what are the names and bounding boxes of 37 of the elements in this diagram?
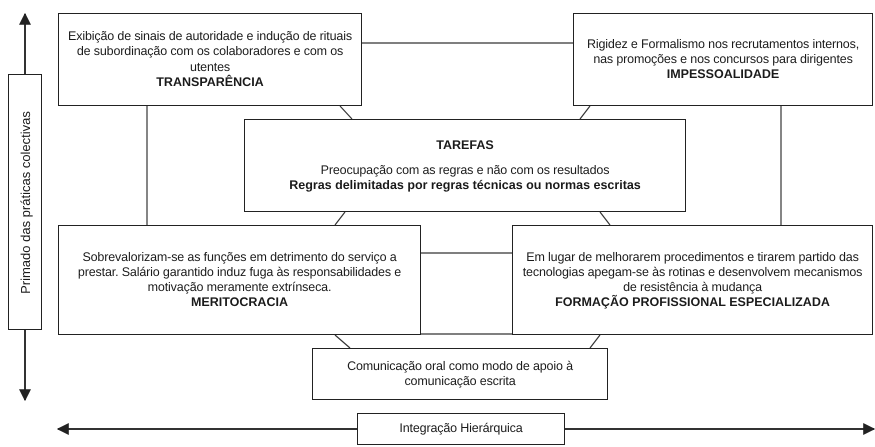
connector-line: [146, 106, 148, 225]
connector-line: [580, 106, 590, 120]
connector-line: [334, 334, 350, 348]
box-text: Rigidez e Formalismo nos recrutamentos internos, nas promoções e nos concursos para dirigentes: [586, 36, 860, 68]
box-text: Comunicação oral como modo de apoio à comunicação escrita: [346, 358, 574, 390]
connector-line: [590, 334, 600, 348]
axis-arrow: [19, 12, 31, 74]
concept-box: [58, 13, 362, 106]
concept-box: [573, 13, 873, 106]
connector-line: [780, 106, 782, 225]
connector-line: [340, 106, 352, 120]
axis-arrow: [56, 423, 357, 435]
box-text: Sobrevalorizam-se as funções em detrimento do serviço a prestar. Salário garantido induz fuga às responsabilidades e motivação meramente extrínseca.: [76, 250, 402, 296]
connector-line: [334, 212, 346, 226]
box-text: Integração Hierárquica: [399, 421, 523, 437]
connector-line: [600, 212, 610, 226]
axis-label: Primado das práticas colectivas: [18, 110, 32, 294]
box-heading: IMPESSOALIDADE: [666, 67, 780, 82]
connector-line: [362, 42, 573, 44]
concept-box: [244, 119, 686, 212]
concept-box: [312, 348, 608, 400]
box-text: Exibição de sinais de autoridade e indução de rituais de subordinação com os colaboradores e com os utentes: [67, 29, 353, 74]
concept-box: [58, 225, 421, 335]
box-text: Em lugar de melhorarem procedimentos e tirarem partido das tecnologias apegam-se às rotinas e desenvolvem mecanismos de resistência à mudança: [522, 250, 864, 294]
box-heading: TAREFAS: [436, 138, 494, 153]
box-heading: TRANSPARÊNCIA: [156, 74, 264, 90]
axis-label-box: [8, 74, 42, 330]
box-text: Preocupação com as regras e não com os resultados: [320, 162, 610, 178]
box-heading: Regras delimitadas por regras técnicas ou normas escritas: [289, 178, 641, 194]
box-heading: FORMAÇÃO PROFISSIONAL ESPECIALIZADA: [555, 295, 830, 310]
axis-arrow: [565, 423, 875, 435]
concept-box: [512, 225, 873, 335]
concept-box: [357, 413, 565, 445]
axis-arrow: [19, 330, 31, 402]
box-heading: MERITOCRACIA: [191, 295, 288, 310]
connector-line: [421, 252, 512, 254]
connector-line: [421, 333, 512, 335]
